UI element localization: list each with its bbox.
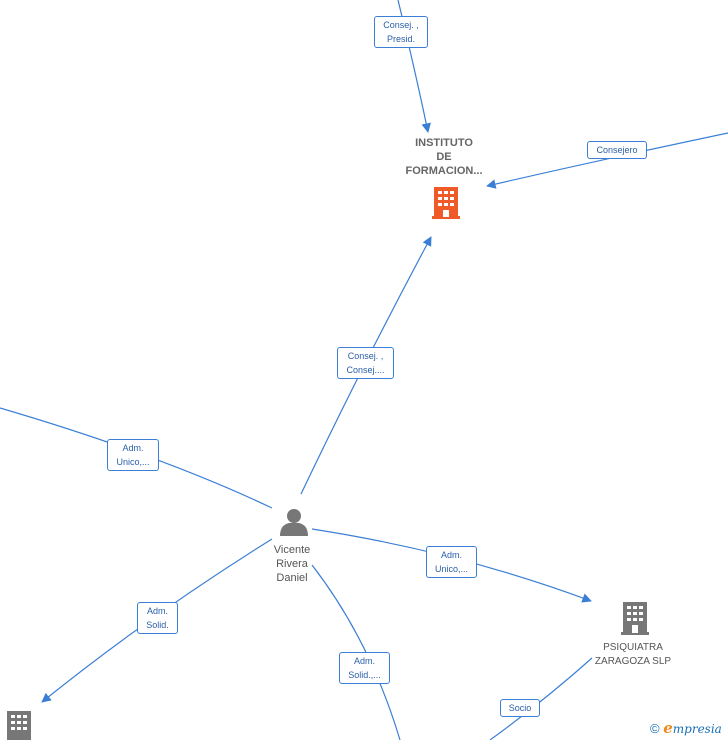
node-label-line: Daniel <box>276 572 308 584</box>
edge-label-line: Adm. <box>440 550 462 560</box>
edge-label-line: Consej. , <box>347 351 384 361</box>
building-icon <box>7 711 31 740</box>
building-icon <box>432 187 460 219</box>
node-label-line: DE <box>436 151 452 163</box>
person-icon <box>280 509 308 536</box>
edge-label-line: Consej.... <box>346 365 385 375</box>
node-label-line: ZARAGOZA SLP <box>594 656 672 667</box>
edge-label-adm-unico-right[interactable]: Adm. Unico,... <box>426 546 477 578</box>
edge-label-line: Adm. <box>122 443 144 453</box>
edge-right-to-instituto <box>486 132 728 189</box>
edge-label-line: Solid. <box>146 620 169 630</box>
copyright-icon: © <box>650 721 660 736</box>
edge-label-line: Adm. <box>146 606 168 616</box>
building-icon <box>621 602 649 635</box>
node-label-instituto[interactable]: INSTITUTO DE FORMACION... <box>394 136 494 178</box>
edge-label-line: Consej. , <box>383 20 419 30</box>
edge-label-line: Unico,... <box>434 564 468 574</box>
edge-label-socio[interactable]: Socio <box>500 699 540 717</box>
brand-logo: © empresia <box>650 719 722 737</box>
edge-label-line: Adm. <box>353 656 375 666</box>
edge-label-adm-solid-bottom[interactable]: Adm. Solid.,... <box>339 652 390 684</box>
edge-vicente-to-bottom <box>311 564 401 740</box>
node-label-line: Vicente <box>273 544 311 556</box>
brand-initial: e <box>663 719 673 737</box>
node-label-line: FORMACION... <box>405 165 483 177</box>
edge-label-consejero[interactable]: Consejero <box>587 141 647 159</box>
edge-socio-to-psiquiatra <box>489 657 593 740</box>
edge-label-consej-consej[interactable]: Consej. , Consej.... <box>337 347 394 379</box>
edge-label-adm-solid[interactable]: Adm. Solid. <box>137 602 178 634</box>
edge-label-adm-unico-left[interactable]: Adm. Unico,... <box>107 439 159 471</box>
edge-label-line: Consejero <box>596 145 638 155</box>
node-label-psiquiatra[interactable]: PSIQUIATRA ZARAGOZA SLP <box>578 641 688 669</box>
node-label-line: PSIQUIATRA <box>603 642 663 653</box>
edge-label-consej-presid[interactable]: Consej. , Presid. <box>374 16 428 48</box>
node-label-vicente[interactable]: Vicente Rivera Daniel <box>256 543 328 585</box>
node-label-line: Rivera <box>276 558 308 570</box>
edge-label-line: Solid.,... <box>348 670 381 680</box>
edge-label-line: Socio <box>508 703 532 713</box>
brand-name: mpresia <box>672 722 722 736</box>
node-label-line: INSTITUTO <box>415 137 473 149</box>
edge-label-line: Presid. <box>386 34 415 44</box>
edge-top-to-instituto <box>397 0 431 133</box>
edge-label-line: Unico,... <box>116 457 150 467</box>
